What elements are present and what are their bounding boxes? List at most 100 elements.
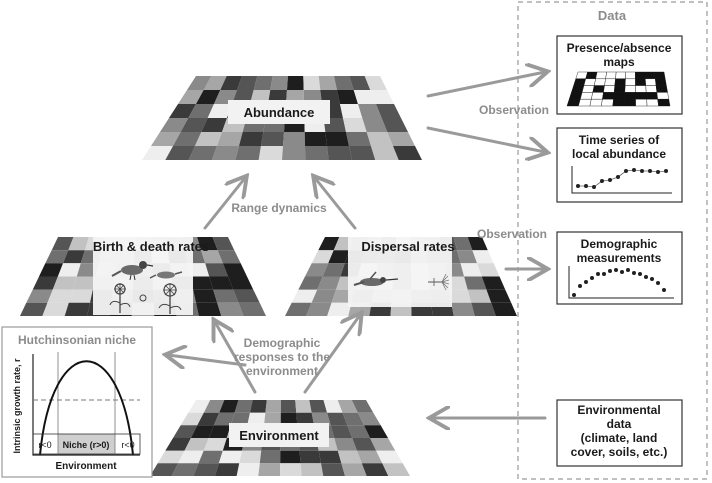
grid-cell — [201, 118, 227, 132]
env-data-line3: (climate, land — [581, 431, 658, 445]
presence-cell — [645, 85, 658, 93]
presence-cell — [613, 85, 626, 93]
grid-cell — [193, 289, 218, 303]
plot-point — [620, 270, 624, 274]
grid-cell — [233, 289, 260, 303]
grid-cell — [305, 263, 329, 277]
lizard-icon — [149, 271, 183, 279]
grid-cell — [217, 302, 244, 316]
observation-label-mid: Observation — [477, 227, 547, 241]
grid-cell — [42, 302, 69, 316]
grid-cell — [305, 146, 329, 160]
grid-cell — [349, 146, 376, 160]
presence-cell — [655, 85, 668, 93]
presence-cell — [645, 92, 658, 100]
grid-cell — [57, 263, 81, 277]
grid-cell — [259, 450, 281, 464]
presence-cell — [568, 92, 583, 100]
presence-cell — [580, 92, 594, 100]
grid-cell — [337, 450, 362, 464]
grid-cell — [327, 412, 348, 426]
grid-cell — [169, 104, 196, 118]
grid-cell — [486, 289, 512, 303]
grid-cell — [467, 237, 488, 251]
grid-cell — [270, 76, 288, 90]
seed-dot-icon — [139, 294, 147, 302]
grid-cell — [280, 400, 297, 413]
grid-cell — [376, 104, 401, 118]
grid-cell — [381, 118, 408, 132]
grid-cell — [72, 276, 96, 290]
grid-cell — [361, 463, 389, 476]
grid-cell — [387, 132, 415, 146]
presence-cell — [624, 78, 636, 86]
plot-point — [650, 277, 654, 281]
presence-cell — [603, 85, 616, 93]
plot-point — [656, 170, 660, 174]
grid-cell — [318, 76, 337, 90]
grid-cell — [300, 463, 324, 476]
grid-cell — [235, 146, 261, 160]
grid-cell — [357, 412, 381, 426]
grid-cell — [283, 132, 305, 146]
hummingbird-icon — [353, 271, 399, 286]
grid-cell — [295, 400, 312, 413]
plot-point — [608, 269, 612, 273]
grid-cell — [68, 289, 93, 303]
grid-cell — [222, 263, 247, 277]
grid-cell — [371, 146, 399, 160]
time-series-box — [556, 127, 683, 203]
dispersal-panel — [348, 237, 452, 307]
presence-cell — [589, 98, 603, 107]
grid-cell — [322, 263, 345, 277]
grid-cell — [236, 463, 260, 476]
grid-cell — [328, 250, 350, 264]
grid-cell — [481, 276, 506, 290]
presence-cell — [654, 71, 666, 80]
grid-cell — [234, 400, 253, 413]
observation-label-top: Observation — [479, 103, 549, 117]
grid-cell — [196, 90, 221, 104]
grid-cell — [291, 289, 318, 303]
presence-cell — [604, 78, 616, 86]
environment-label-box — [229, 423, 329, 447]
flower-icon-2 — [158, 283, 182, 314]
env-data-line1: Environmental — [577, 403, 660, 417]
grid-cell — [197, 412, 220, 426]
plot-point — [596, 272, 600, 276]
grid-cell — [325, 132, 349, 146]
grid-cell — [218, 450, 242, 464]
grid-cell — [20, 302, 48, 316]
niche-ylabel: Intrinsic growth rate, r — [12, 358, 22, 454]
plot-point — [616, 175, 620, 179]
abundance-label: Abundance — [244, 105, 315, 120]
grid-cell — [188, 146, 217, 160]
presence-cell — [624, 92, 636, 100]
grid-cell — [52, 276, 77, 290]
grid-cell — [187, 76, 212, 90]
presence-cell — [646, 98, 659, 107]
arrow-birth-to-abundance — [203, 178, 245, 230]
grid-cell — [207, 104, 232, 118]
grid-cell — [173, 132, 202, 146]
grid-cell — [366, 132, 393, 146]
presence-cell — [624, 85, 636, 93]
grid-cell — [39, 263, 64, 277]
grid-cell — [304, 132, 327, 146]
env-data-line2: data — [607, 417, 632, 431]
plot-point — [626, 268, 630, 272]
time-series-line1: Time series of — [579, 133, 660, 147]
arrow-abundance-to-presence — [426, 72, 545, 98]
presence-cell — [635, 98, 648, 107]
presence-cell — [656, 92, 670, 100]
presence-cell — [566, 98, 581, 107]
seed-icon — [428, 273, 450, 291]
grid-cell — [238, 302, 266, 316]
grid-cell — [239, 450, 262, 464]
grid-cell — [258, 463, 281, 476]
arrow-abundance-to-timeseries — [426, 126, 545, 152]
plot-point — [572, 293, 576, 297]
grid-cell — [237, 76, 258, 90]
grid-cell — [64, 302, 90, 316]
presence-cell — [595, 71, 607, 80]
